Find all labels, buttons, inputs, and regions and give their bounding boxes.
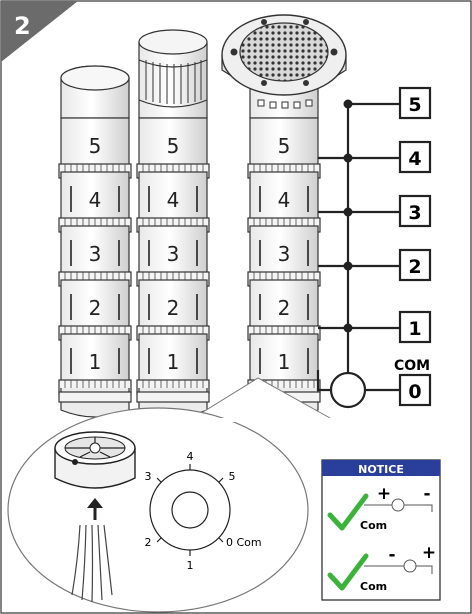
terminal-1: 1 bbox=[398, 310, 432, 344]
plus-sign: + bbox=[422, 543, 436, 563]
tower-segment bbox=[249, 279, 319, 335]
dial-label-4: 4 bbox=[187, 450, 194, 463]
notice-box: NOTICE + - Com - + Com bbox=[321, 459, 441, 601]
tower-level-label: 1 bbox=[167, 350, 180, 374]
notice-row-2: - + Com bbox=[327, 543, 436, 593]
tower-segment bbox=[138, 171, 208, 227]
minus-sign: - bbox=[388, 545, 395, 565]
wiring bbox=[316, 102, 400, 409]
tower-base-socket bbox=[54, 431, 136, 603]
tower-level-label: 4 bbox=[167, 188, 180, 212]
tower-level-label: 2 bbox=[89, 296, 102, 320]
notice-row-1: + - Com bbox=[327, 484, 433, 532]
tower-level-label: 5 bbox=[167, 134, 180, 158]
notice-header bbox=[322, 460, 440, 476]
tower-level-label: 5 bbox=[89, 134, 102, 158]
svg-text:3: 3 bbox=[408, 202, 421, 224]
tower-level-label: 5 bbox=[278, 134, 291, 158]
svg-text:1: 1 bbox=[408, 318, 421, 340]
tower-segment bbox=[249, 117, 319, 173]
junction-dots bbox=[343, 99, 353, 333]
tower-segment bbox=[138, 333, 208, 389]
com-label: Com bbox=[360, 519, 387, 532]
terminal-4: 4 bbox=[398, 140, 432, 174]
tower-segment bbox=[249, 225, 319, 281]
com-label: COM bbox=[394, 358, 430, 374]
tower-segment bbox=[60, 117, 130, 173]
tower-segment bbox=[60, 333, 130, 389]
tower-level-label: 4 bbox=[278, 188, 291, 212]
tower-level-label: 3 bbox=[89, 242, 102, 266]
minus-sign: - bbox=[423, 484, 430, 504]
tower-level-label: 1 bbox=[278, 350, 291, 374]
notice-title: NOTICE bbox=[358, 463, 404, 476]
dial-label-0-com: 0 Com bbox=[226, 536, 262, 549]
check-icon bbox=[327, 493, 369, 531]
detail-callout: 4 3 5 2 0 Com 1 bbox=[7, 377, 331, 613]
tower-segment bbox=[138, 225, 208, 281]
dial-label-5: 5 bbox=[229, 470, 236, 483]
plus-sign: + bbox=[377, 484, 391, 504]
svg-text:2: 2 bbox=[408, 256, 421, 278]
step-badge: 2 bbox=[1, 1, 78, 62]
tower-ring bbox=[136, 391, 210, 403]
dial-label-3: 3 bbox=[145, 470, 152, 483]
com-label: Com bbox=[360, 580, 387, 593]
tower-level-label: 2 bbox=[278, 296, 291, 320]
tower-segment bbox=[138, 117, 208, 173]
dial-label-1: 1 bbox=[187, 559, 194, 572]
tower-segment bbox=[138, 279, 208, 335]
tower-ring bbox=[58, 391, 132, 403]
terminal-3: 3 bbox=[398, 194, 432, 228]
signal-tower-middle: 5 4 3 2 1 bbox=[136, 29, 210, 418]
svg-text:4: 4 bbox=[408, 148, 421, 170]
tower-segment bbox=[249, 171, 319, 227]
check-icon bbox=[327, 553, 369, 591]
tower-level-label: 1 bbox=[89, 350, 102, 374]
speaker-grille bbox=[239, 22, 329, 82]
svg-text:0: 0 bbox=[408, 381, 421, 403]
tower-level-label: 4 bbox=[89, 188, 102, 212]
tower-segment bbox=[60, 279, 130, 335]
step-number: 2 bbox=[14, 12, 31, 40]
terminal-5: 5 bbox=[398, 86, 432, 120]
connector-pin-dial: 4 3 5 2 0 Com 1 bbox=[145, 450, 262, 572]
buzzer-grille bbox=[145, 60, 202, 104]
dial-label-2: 2 bbox=[145, 536, 152, 549]
terminal-2: 2 bbox=[398, 248, 432, 282]
signal-tower-left: 5 4 3 2 1 bbox=[58, 65, 132, 418]
tower-level-label: 2 bbox=[167, 296, 180, 320]
tower-level-label: 3 bbox=[167, 242, 180, 266]
tower-segment bbox=[60, 171, 130, 227]
tower-level-label: 3 bbox=[278, 242, 291, 266]
svg-text:5: 5 bbox=[408, 94, 421, 116]
terminal-com: COM 0 bbox=[394, 358, 432, 407]
